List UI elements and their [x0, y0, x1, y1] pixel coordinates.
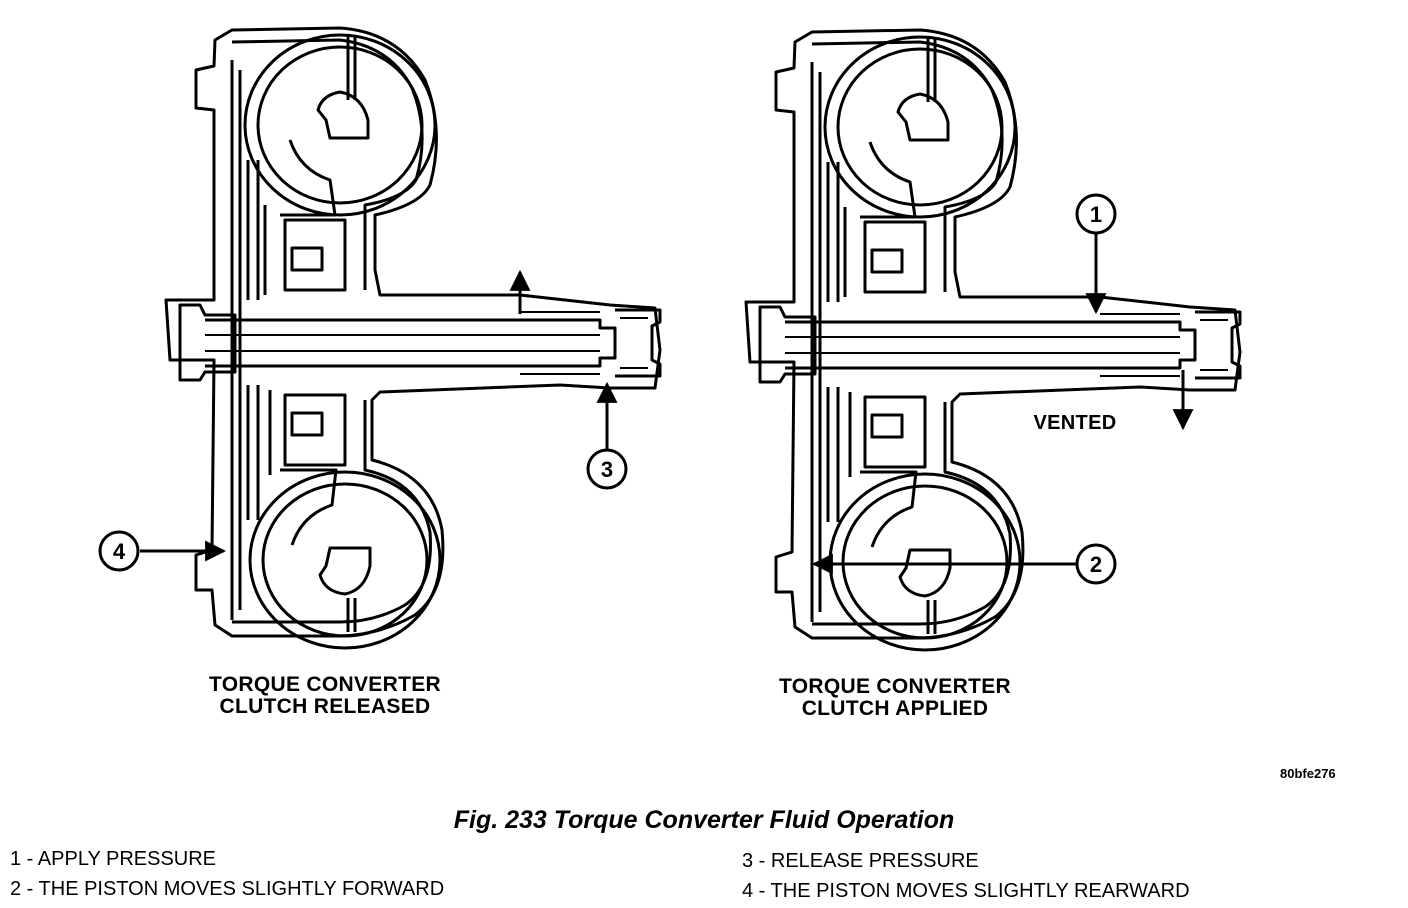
figure-caption: Fig. 233 Torque Converter Fluid Operatio… [453, 806, 955, 834]
callout-3-number: 3 [601, 457, 613, 482]
left-converter-illustration [164, 26, 662, 650]
right-converter-illustration [744, 28, 1242, 652]
callout-1-number: 1 [1090, 202, 1102, 227]
left-title-line2: CLUTCH RELEASED [219, 695, 431, 718]
callout-2: 2 [1075, 543, 1117, 585]
left-title-line1: TORQUE CONVERTER [209, 673, 441, 696]
legend-item-3: 3 - RELEASE PRESSURE [742, 850, 979, 872]
legend-item-4: 4 - THE PISTON MOVES SLIGHTLY REARWARD [742, 880, 1190, 902]
callout-1: 1 [1075, 193, 1117, 235]
right-title: TORQUE CONVERTER CLUTCH APPLIED [760, 676, 1030, 720]
callout-3: 3 [586, 448, 628, 490]
legend-item-2: 2 - THE PISTON MOVES SLIGHTLY FORWARD [10, 878, 445, 900]
left-title: TORQUE CONVERTER CLUTCH RELEASED [190, 674, 460, 718]
callout-4: 4 [98, 530, 140, 572]
right-title-line1: TORQUE CONVERTER [779, 675, 1011, 698]
vented-label: VENTED [1033, 412, 1117, 434]
right-title-line2: CLUTCH APPLIED [801, 697, 989, 720]
callout-4-number: 4 [113, 539, 126, 564]
image-code: 80bfe276 [1280, 766, 1336, 781]
legend-item-1: 1 - APPLY PRESSURE [10, 848, 217, 870]
callout-2-number: 2 [1090, 552, 1102, 577]
